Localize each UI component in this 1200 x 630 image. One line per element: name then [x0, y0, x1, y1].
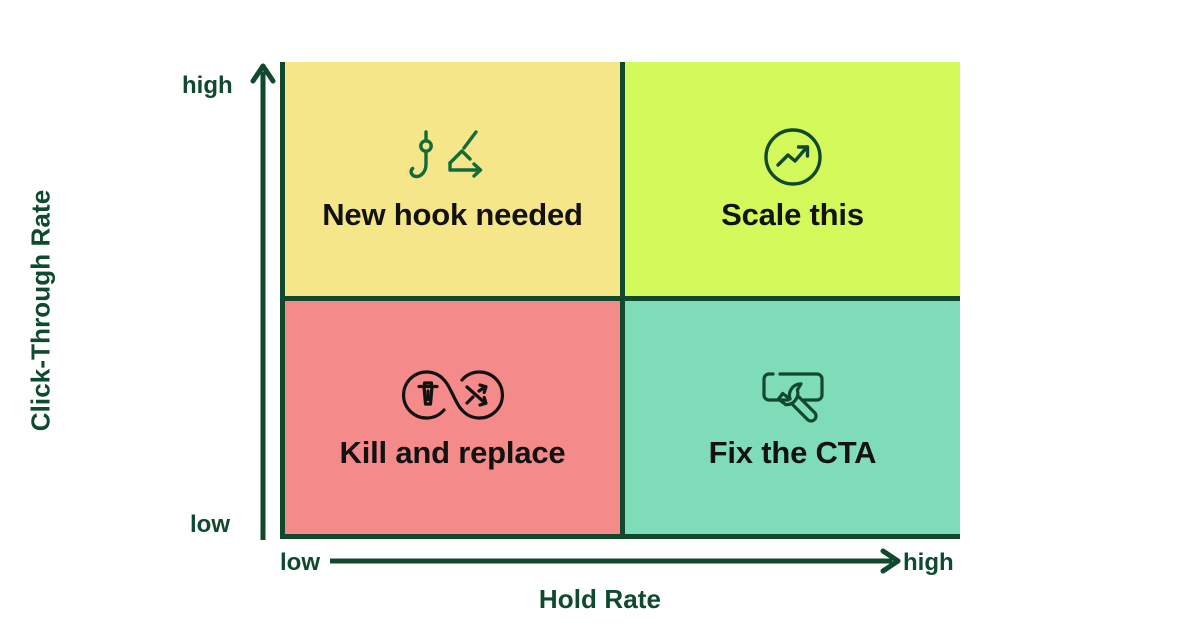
y-axis-title: Click-Through Rate: [25, 189, 56, 432]
quadrant-bottom-right-label: Fix the CTA: [708, 435, 877, 471]
x-axis-title: Hold Rate: [538, 584, 662, 614]
x-axis-low-label: low: [280, 549, 320, 576]
trending-up-circle-icon: [762, 126, 824, 188]
x-axis-high-label: high: [903, 549, 954, 576]
quadrant-top-right[interactable]: Scale this: [625, 62, 960, 296]
y-axis-high-label: high: [182, 72, 233, 99]
y-axis-low-label: low: [190, 511, 230, 538]
trash-shuffle-icon: [401, 364, 504, 426]
y-axis-arrow-icon: [250, 62, 276, 543]
x-axis-arrow-icon: [327, 548, 902, 574]
quadrant-bottom-right[interactable]: Fix the CTA: [625, 300, 960, 534]
quadrant-bottom-left[interactable]: Kill and replace: [285, 300, 620, 534]
matrix-grid: New hook needed Scale this: [280, 62, 960, 539]
quadrant-top-left-label: New hook needed: [322, 196, 583, 232]
fishing-hook-swap-icon: [408, 126, 496, 188]
quadrant-bottom-left-label: Kill and replace: [339, 435, 566, 471]
button-wrench-icon: [754, 364, 832, 426]
quadrant-top-right-label: Scale this: [721, 196, 864, 232]
quadrant-top-left[interactable]: New hook needed: [285, 62, 620, 296]
